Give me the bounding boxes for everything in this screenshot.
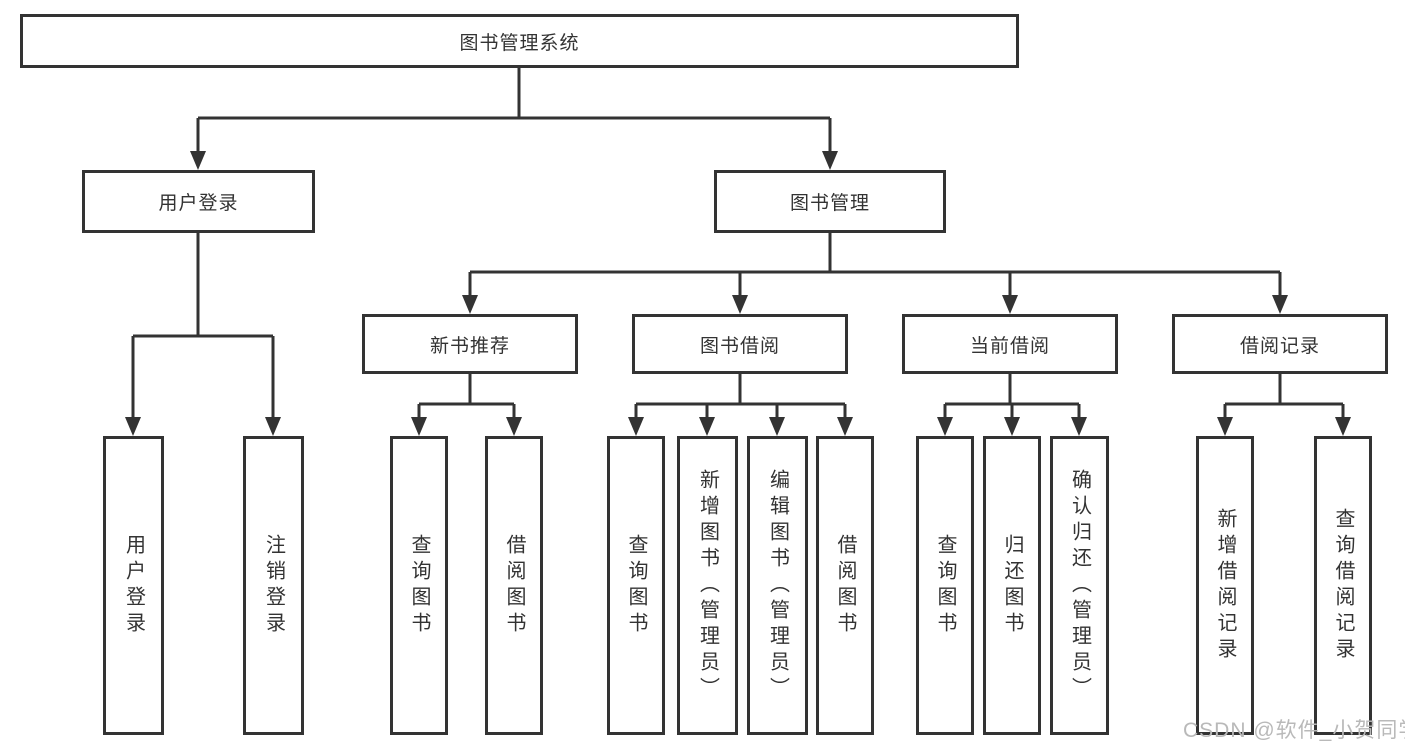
leaf-query-books-borrowing: 查询图书 xyxy=(607,436,665,735)
csdn-watermark: CSDN @软件_小贺同学 xyxy=(1183,719,1405,742)
node-label: 编辑图书（管理员） xyxy=(766,468,789,703)
node-label: 查询图书 xyxy=(934,533,956,638)
leaf-user-login: 用户登录 xyxy=(103,436,164,735)
leaf-query-books-recommendation: 查询图书 xyxy=(390,436,448,735)
node-label: 借阅图书 xyxy=(503,533,525,638)
node-label: 用户登录 xyxy=(122,533,145,638)
node-label: 新书推荐 xyxy=(429,335,510,357)
leaf-borrow-books: 借阅图书 xyxy=(816,436,874,735)
node-label: 注销登录 xyxy=(262,533,285,638)
node-label: 图书管理 xyxy=(789,193,870,214)
node-borrowing-records: 借阅记录 xyxy=(1172,314,1388,374)
leaf-edit-books-admin: 编辑图书（管理员） xyxy=(747,436,808,735)
node-book-borrowing: 图书借阅 xyxy=(632,314,848,374)
node-label: 新增图书（管理员） xyxy=(696,468,719,703)
node-label: 查询借阅记录 xyxy=(1332,507,1354,664)
node-label: 借阅记录 xyxy=(1239,335,1320,357)
node-current-borrowing: 当前借阅 xyxy=(902,314,1118,374)
leaf-add-books-admin: 新增图书（管理员） xyxy=(677,436,738,735)
node-label: 图书借阅 xyxy=(699,335,780,357)
node-label: 用户登录 xyxy=(158,193,239,214)
node-new-book-recommendation: 新书推荐 xyxy=(362,314,578,374)
node-user-login: 用户登录 xyxy=(82,170,315,233)
node-book-management: 图书管理 xyxy=(714,170,946,233)
node-label: 当前借阅 xyxy=(969,335,1050,357)
leaf-confirm-return-admin: 确认归还（管理员） xyxy=(1050,436,1109,735)
node-label: 确认归还（管理员） xyxy=(1068,468,1091,703)
leaf-logout-login: 注销登录 xyxy=(243,436,304,735)
leaf-borrow-books-recommendation: 借阅图书 xyxy=(485,436,543,735)
leaf-query-borrow-record: 查询借阅记录 xyxy=(1314,436,1372,735)
leaf-add-borrow-record: 新增借阅记录 xyxy=(1196,436,1254,735)
node-label: 借阅图书 xyxy=(834,533,856,638)
node-label: 查询图书 xyxy=(408,533,430,638)
node-label: 归还图书 xyxy=(1001,533,1023,638)
node-label: 图书管理系统 xyxy=(459,32,580,54)
leaf-query-books-current: 查询图书 xyxy=(916,436,974,735)
node-label: 新增借阅记录 xyxy=(1214,507,1236,664)
leaf-return-books: 归还图书 xyxy=(983,436,1041,735)
node-label: 查询图书 xyxy=(625,533,647,638)
node-book-management-system: 图书管理系统 xyxy=(20,14,1019,68)
